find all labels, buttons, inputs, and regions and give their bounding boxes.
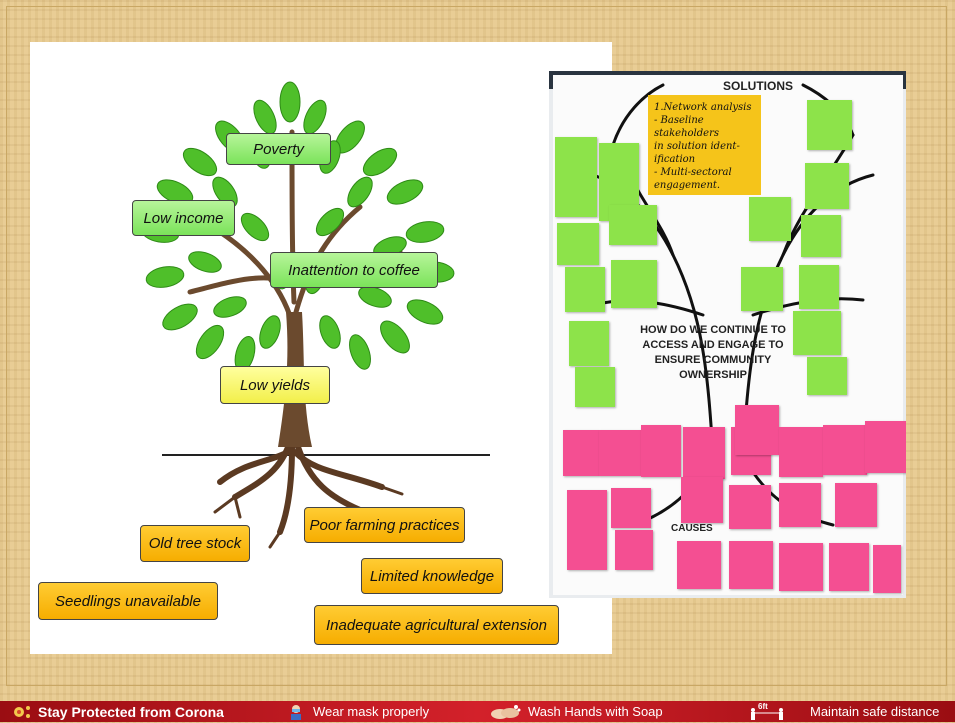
sticky-note-green bbox=[807, 100, 852, 150]
sticky-note-pink bbox=[729, 485, 771, 529]
social-distance-icon: 6ft bbox=[750, 702, 784, 720]
workshop-poster-photo: SOLUTIONS 1.Network analysis - Baseline … bbox=[549, 71, 906, 598]
label-seedlings-unavailable: Seedlings unavailable bbox=[38, 582, 218, 620]
sticky-note-green bbox=[799, 265, 839, 309]
slide-frame bbox=[6, 6, 947, 686]
sticky-note-pink bbox=[567, 490, 607, 570]
sticky-note-green bbox=[793, 311, 841, 355]
sticky-note-green bbox=[557, 223, 599, 265]
sticky-note-green bbox=[555, 137, 597, 217]
sticky-note-pink bbox=[779, 483, 821, 527]
problem-tree-diagram: Poverty Low income Inattention to coffee… bbox=[30, 42, 612, 654]
sticky-note-pink bbox=[829, 543, 869, 591]
sticky-note-green bbox=[565, 267, 605, 312]
banner-text-stay-protected: Stay Protected from Corona bbox=[38, 703, 224, 720]
sticky-note-pink bbox=[823, 425, 867, 475]
label-poor-farming-practices: Poor farming practices bbox=[304, 507, 465, 543]
label-low-income: Low income bbox=[132, 200, 235, 236]
sticky-note-pink bbox=[611, 488, 651, 528]
sticky-note-pink bbox=[641, 425, 681, 477]
label-limited-knowledge: Limited knowledge bbox=[361, 558, 503, 594]
poster-board: SOLUTIONS 1.Network analysis - Baseline … bbox=[553, 75, 906, 595]
banner-item-wash-hands: Wash Hands with Soap bbox=[488, 701, 663, 722]
sticky-note-pink bbox=[683, 427, 725, 479]
label-inattention-to-coffee: Inattention to coffee bbox=[270, 252, 438, 288]
sticky-note-green bbox=[611, 260, 657, 308]
banner-item-safe-distance: 6ft Maintain safe distance bbox=[750, 701, 939, 722]
sticky-note-green bbox=[575, 367, 615, 407]
sticky-note-green bbox=[609, 205, 657, 245]
sticky-note-pink bbox=[615, 530, 653, 570]
sticky-note-pink bbox=[677, 541, 721, 589]
sticky-note-green bbox=[741, 267, 783, 311]
sticky-note-pink bbox=[835, 483, 877, 527]
sticky-note-pink bbox=[599, 430, 641, 476]
sticky-note-green bbox=[801, 215, 841, 257]
sticky-note-pink bbox=[873, 545, 901, 593]
banner-text-wear-mask: Wear mask properly bbox=[313, 704, 430, 719]
virus-icon bbox=[10, 704, 32, 720]
sticky-note-pink bbox=[865, 421, 906, 473]
sticky-note-pink bbox=[563, 430, 599, 476]
banner-item-stay-protected: Stay Protected from Corona bbox=[10, 701, 224, 722]
solutions-heading: SOLUTIONS bbox=[723, 79, 794, 93]
banner-text-safe-distance: Maintain safe distance bbox=[810, 704, 940, 719]
sticky-note-pink bbox=[729, 541, 773, 589]
mask-person-icon bbox=[285, 704, 307, 720]
covid-awareness-banner: Stay Protected from Corona Wear mask pro… bbox=[0, 701, 955, 722]
sticky-note-pink bbox=[779, 427, 823, 477]
sticky-note-pink bbox=[779, 543, 823, 591]
banner-item-wear-mask: Wear mask properly bbox=[285, 701, 429, 722]
central-question: HOW DO WE CONTINUE TO ACCESS AND ENGAGE … bbox=[640, 324, 786, 381]
sticky-note-pink bbox=[735, 405, 779, 455]
sticky-note-green bbox=[569, 321, 609, 366]
banner-text-wash-hands: Wash Hands with Soap bbox=[528, 704, 663, 719]
label-low-yields: Low yields bbox=[220, 366, 330, 404]
sticky-note-green bbox=[805, 163, 849, 209]
sticky-note-green bbox=[749, 197, 791, 241]
sticky-note-green bbox=[807, 357, 847, 395]
sticky-note-pink bbox=[681, 477, 723, 523]
washing-hands-icon bbox=[488, 704, 522, 720]
causes-heading: CAUSES bbox=[671, 523, 713, 534]
solutions-yellow-note: 1.Network analysis - Baseline stakeholde… bbox=[648, 95, 761, 195]
label-inadequate-agricultural-extension: Inadequate agricultural extension bbox=[314, 605, 559, 645]
label-poverty: Poverty bbox=[226, 133, 331, 165]
label-old-tree-stock: Old tree stock bbox=[140, 525, 250, 562]
